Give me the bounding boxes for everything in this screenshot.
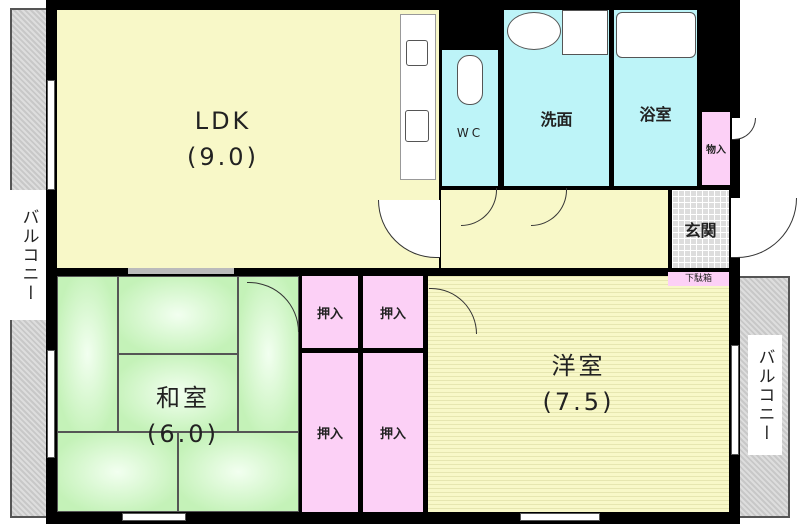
room-genkan: 玄関 (672, 190, 729, 268)
monoire-label: 物入 (706, 145, 726, 156)
genkan-label: 玄関 (684, 221, 717, 240)
oshiire-2: 押入 (363, 276, 423, 348)
sink-icon (405, 110, 429, 142)
balcony-left-text: バルコニー (18, 207, 39, 303)
oshiire-label: 押入 (379, 427, 406, 442)
yoshitsu-size: (7.5) (542, 388, 615, 416)
ldk-size: (9.0) (187, 143, 259, 171)
tatami-mat (118, 354, 238, 432)
oshiire-4: 押入 (363, 353, 423, 512)
kitchen-counter (400, 14, 436, 180)
oshiire-1: 押入 (302, 276, 358, 348)
balcony-left-label: バルコニー (10, 190, 48, 320)
balcony-right-text: バルコニー (754, 347, 775, 443)
tatami-mat (118, 276, 238, 354)
ldk-label: LDK (194, 107, 252, 135)
yokushitsu-label: 浴室 (639, 105, 672, 124)
oshiire-3: 押入 (302, 353, 358, 512)
balcony-right-label: バルコニー (748, 335, 782, 455)
window[interactable] (520, 513, 600, 521)
senmen-label: 洗面 (540, 110, 573, 129)
washitsu-size: (6.0) (147, 420, 219, 448)
washitsu-label-group: 和室 (6.0) (118, 376, 248, 456)
stove-icon (406, 40, 428, 66)
getabako: 下駄箱 (668, 272, 729, 286)
yoshitsu-label: 洋室 (551, 352, 606, 380)
tatami-mat (57, 276, 118, 432)
wc-label: WC (456, 126, 484, 140)
window[interactable] (47, 350, 55, 458)
room-yoshitsu: 洋室 (7.5) (428, 276, 729, 512)
window[interactable] (47, 80, 55, 190)
tatami-mat (178, 432, 299, 512)
washbasin-icon (507, 12, 561, 50)
room-monoire: 物入 (702, 112, 730, 185)
oshiire-label: 押入 (316, 427, 343, 442)
tatami-mat (238, 276, 299, 432)
tatami-mat (57, 432, 178, 512)
washing-machine-space (562, 10, 608, 55)
window[interactable] (128, 268, 234, 274)
toilet-icon (457, 55, 483, 105)
washitsu-label: 和室 (156, 384, 210, 412)
window[interactable] (731, 345, 739, 455)
getabako-label: 下駄箱 (684, 274, 712, 284)
oshiire-label: 押入 (379, 306, 406, 322)
window[interactable] (122, 513, 186, 521)
bathtub-icon (616, 12, 696, 58)
oshiire-label: 押入 (316, 306, 343, 322)
room-ldk: LDK (9.0) (57, 10, 439, 268)
